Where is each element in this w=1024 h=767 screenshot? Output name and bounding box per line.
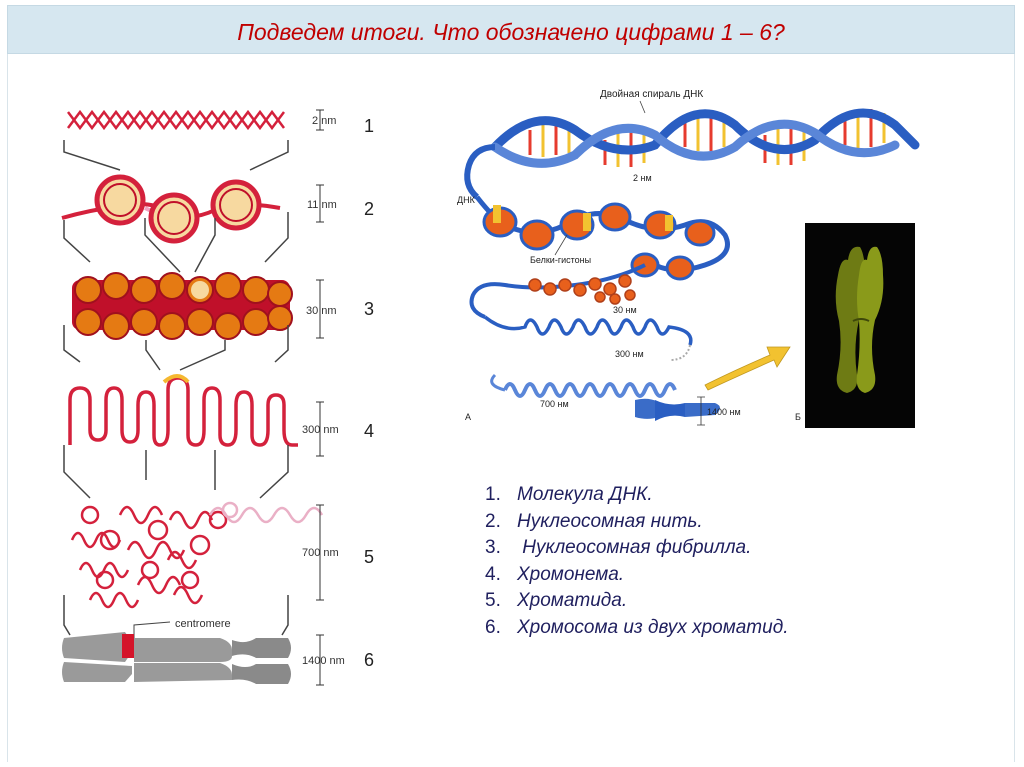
panel-a-label: А: [465, 412, 471, 422]
level-number-6: 6: [364, 650, 374, 670]
size-label-2: 11 nm: [307, 199, 337, 211]
chromosome-photo: [805, 223, 915, 428]
dna-packing-illustration: Двойная спираль ДНК 2 нм ДНК Белки-гисто…: [455, 85, 925, 430]
histones-label: Белки-гистоны: [530, 255, 591, 265]
coil-700nm: [492, 375, 675, 396]
loops-300nm: [485, 317, 691, 360]
size-label-4: 300 nm: [302, 424, 339, 436]
scale-bars: [316, 110, 324, 685]
level-5-chromatid: [72, 503, 322, 607]
nucleosome-thread: [477, 197, 728, 279]
level-4-chromonema: [70, 376, 298, 445]
size-label-1: 2 nm: [312, 115, 336, 127]
size-label-5: 700 nm: [302, 547, 339, 559]
double-helix: [467, 109, 915, 197]
level-2-nucleosomes: [62, 177, 280, 241]
answer-item: 1.Молекула ДНК.: [485, 482, 788, 509]
level-6-chromosome: [62, 632, 291, 684]
size-label-6: 1400 nm: [302, 655, 345, 667]
answers-list: 1.Молекула ДНК. 2.Нуклеосомная нить. 3. …: [485, 482, 788, 641]
size-700-label: 700 нм: [540, 399, 569, 409]
title-bar: Подведем итоги. Что обозначено цифрами 1…: [7, 5, 1015, 54]
answer-item: 6.Хромосома из двух хроматид.: [485, 615, 788, 642]
level-3-fibril: [72, 273, 292, 339]
level-number-1: 1: [364, 116, 374, 136]
slide-title: Подведем итоги. Что обозначено цифрами 1…: [8, 19, 1014, 46]
helix-label: Двойная спираль ДНК: [600, 89, 703, 100]
level-number-4: 4: [364, 421, 374, 441]
chromatin-levels-diagram: centromere 2 nm 11 nm 30 nm 300 nm 700 n…: [50, 100, 390, 700]
size-30-label: 30 нм: [613, 305, 637, 315]
arrow-icon: [705, 347, 790, 390]
centromere-label: centromere: [175, 618, 231, 630]
size-1400-label: 1400 нм: [707, 407, 741, 417]
level-number-3: 3: [364, 299, 374, 319]
size-label-3: 30 nm: [306, 305, 337, 317]
dna-label: ДНК: [457, 195, 476, 205]
answer-item: 5.Хроматида.: [485, 588, 788, 615]
level-number-5: 5: [364, 547, 374, 567]
helix-size-label: 2 нм: [633, 173, 652, 183]
answer-item: 2.Нуклеосомная нить.: [485, 509, 788, 536]
size-300-label: 300 нм: [615, 349, 644, 359]
answer-item: 4.Хромонема.: [485, 562, 788, 589]
level-number-2: 2: [364, 199, 374, 219]
level-1-dna: [68, 112, 284, 128]
panel-b-label: Б: [795, 412, 801, 422]
answer-item: 3. Нуклеосомная фибрилла.: [485, 535, 788, 562]
